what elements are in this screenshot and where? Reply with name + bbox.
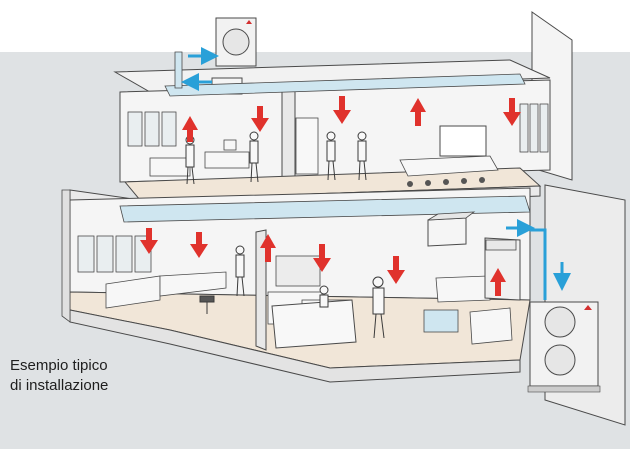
wall-vent-unit [485, 239, 517, 251]
lower-partition [255, 229, 267, 351]
ground-outdoor-unit [529, 301, 599, 387]
meeting-table [399, 155, 499, 177]
refrigerant-pipe [530, 228, 547, 300]
red-arrow-down-icon [190, 232, 208, 258]
three-diamond-logo-icon [584, 305, 592, 310]
lower-duct [119, 195, 531, 223]
meeting-room-door [295, 117, 319, 175]
rooftop-outdoor-unit [215, 17, 257, 67]
red-arrow-down-icon [140, 228, 158, 254]
lower-people [235, 245, 385, 339]
office-chair [199, 295, 215, 314]
upper-office-desks [149, 139, 250, 177]
red-arrow-down-icon [503, 98, 521, 126]
red-arrow-down-icon [333, 96, 351, 124]
upper-duct [164, 73, 526, 97]
upper-window-left [127, 111, 177, 147]
upper-window-right [519, 103, 549, 153]
red-arrow-up-icon [260, 234, 276, 262]
installation-caption: Esempio tipico di installazione [10, 356, 108, 396]
caption-line-1: Esempio tipico [10, 357, 108, 374]
three-diamond-logo-icon [246, 20, 252, 24]
lounge-furniture [423, 275, 513, 345]
red-arrow-down-icon [251, 106, 269, 132]
red-arrow-down-icon [387, 256, 405, 284]
outdoor-unit-base [527, 385, 601, 393]
rooftop-duct-riser [174, 51, 183, 89]
whiteboard [439, 125, 487, 157]
upper-airflow-arrows [182, 96, 521, 142]
reception-desk [271, 299, 357, 349]
upper-partition [281, 89, 296, 191]
red-arrow-up-icon [182, 116, 198, 142]
red-arrow-up-icon [490, 268, 506, 296]
red-arrow-down-icon [313, 244, 331, 272]
lower-airflow-arrows [140, 228, 506, 296]
lower-window-left [77, 235, 152, 273]
red-arrow-up-icon [410, 98, 426, 126]
meeting-chairs [407, 177, 485, 187]
ceiling-cassette-unit [427, 211, 476, 247]
left-exterior-wall [61, 189, 71, 323]
wall-cabinet [275, 255, 321, 287]
lower-floor-slab [69, 309, 521, 383]
right-duct-shaft [484, 237, 521, 301]
caption-line-2: di installazione [10, 377, 109, 394]
